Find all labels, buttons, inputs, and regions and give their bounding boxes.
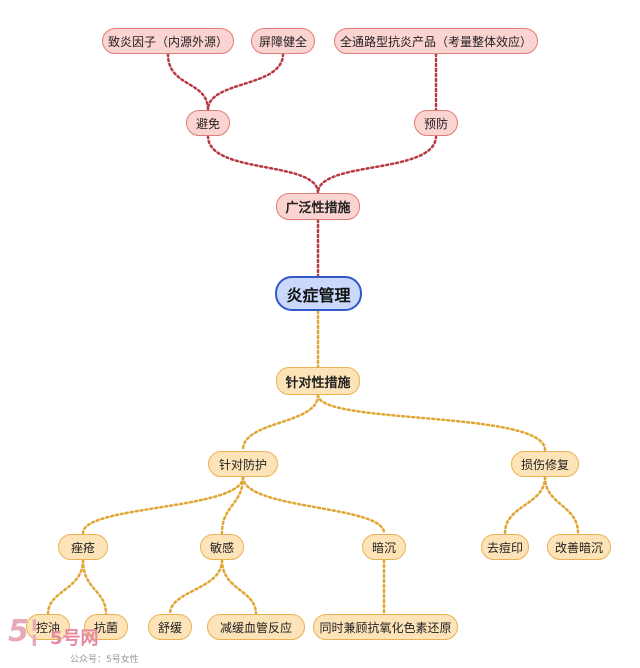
link-targeted-repair (316, 393, 547, 452)
node-antiox[interactable]: 同时兼顾抗氧化色素还原 (313, 614, 458, 640)
link-protect-acne (81, 475, 245, 535)
node-targeted[interactable]: 针对性措施 (276, 367, 360, 395)
node-product[interactable]: 全通路型抗炎产品（考量整体效应） (334, 28, 538, 54)
link-targeted-protect (241, 393, 320, 452)
link-repair-improve (543, 475, 580, 535)
link-sensitive-vascular (220, 558, 258, 616)
watermark-sub: 公众号：5号女性 (70, 655, 139, 665)
node-acnemark[interactable]: 去痘印 (481, 534, 529, 560)
node-acne[interactable]: 痤疮 (58, 534, 108, 560)
node-barrier[interactable]: 屏障健全 (251, 28, 315, 54)
node-sensitive[interactable]: 敏感 (200, 534, 244, 560)
link-barrier-avoid (206, 52, 285, 112)
link-prevent-broad (316, 134, 438, 195)
link-repair-acnemark (503, 475, 547, 535)
node-improve[interactable]: 改善暗沉 (547, 534, 611, 560)
node-avoid[interactable]: 避免 (186, 110, 230, 136)
link-protect-sensitive (220, 475, 245, 535)
node-protect[interactable]: 针对防护 (208, 451, 278, 477)
link-acne-antibac (81, 558, 108, 616)
link-acne-oil (46, 558, 85, 616)
node-soothe[interactable]: 舒缓 (148, 614, 192, 640)
link-sensitive-soothe (168, 558, 224, 616)
watermark-brand: 5号网 (50, 628, 99, 649)
link-cause-avoid (166, 52, 210, 112)
node-repair[interactable]: 损伤修复 (511, 451, 579, 477)
node-root[interactable]: 炎症管理 (275, 276, 362, 311)
node-broad[interactable]: 广泛性措施 (276, 193, 360, 220)
watermark-logo-icon: 5¦ (8, 614, 40, 649)
link-protect-dull (241, 475, 386, 535)
link-avoid-broad (206, 134, 320, 195)
node-antibac[interactable]: 抗菌 (84, 614, 128, 640)
node-vascular[interactable]: 减缓血管反应 (207, 614, 305, 640)
node-oil[interactable]: 控油 (26, 614, 70, 640)
node-dull[interactable]: 暗沉 (362, 534, 406, 560)
watermark: 5¦ 5号网 公众号：5号女性 (4, 608, 154, 666)
node-prevent[interactable]: 预防 (414, 110, 458, 136)
node-cause[interactable]: 致炎因子（内源外源） (102, 28, 234, 54)
